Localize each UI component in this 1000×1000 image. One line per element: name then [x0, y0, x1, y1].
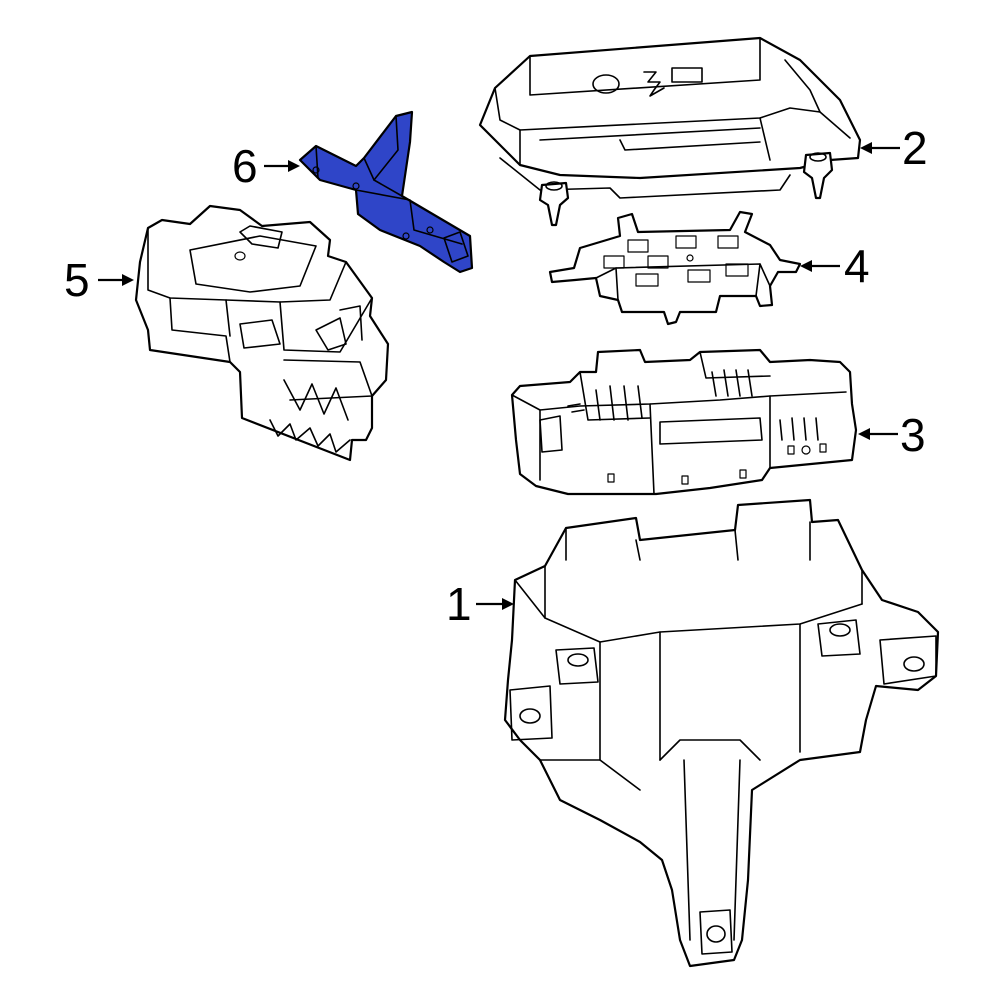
callout-3: 3	[858, 409, 926, 461]
part-3-fuse-block[interactable]	[510, 348, 858, 496]
callout-6-label: 6	[232, 140, 258, 192]
part-2-cover[interactable]	[478, 36, 862, 227]
callout-4-label: 4	[844, 240, 870, 292]
callout-6: 6	[232, 140, 300, 192]
callout-5-label: 5	[64, 254, 90, 306]
part-5-junction-block[interactable]	[134, 204, 390, 462]
callout-1: 1	[446, 578, 514, 630]
callout-3-label: 3	[900, 409, 926, 461]
callout-1-label: 1	[446, 578, 472, 630]
part-1-base[interactable]	[503, 498, 940, 968]
part-6-bracket[interactable]	[298, 110, 474, 274]
callout-4: 4	[800, 240, 870, 292]
callout-2: 2	[860, 122, 928, 174]
part-4-frame[interactable]	[548, 210, 802, 326]
callout-2-label: 2	[902, 122, 928, 174]
callout-5: 5	[64, 254, 134, 306]
